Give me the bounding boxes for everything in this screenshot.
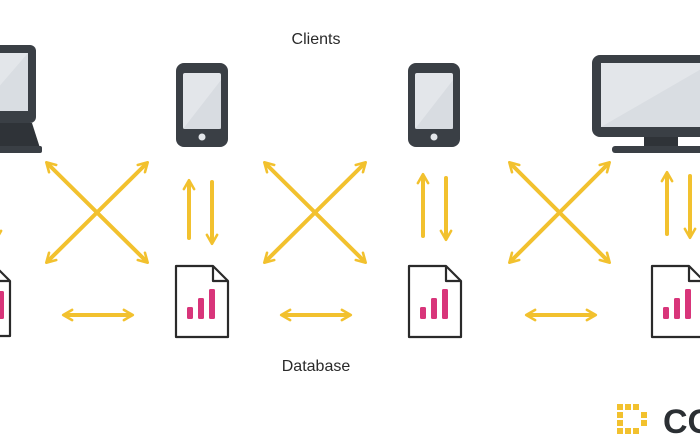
database-document-icon xyxy=(0,269,12,338)
clients-label: Clients xyxy=(291,31,341,48)
cross-arrow xyxy=(44,161,150,264)
tablet-icon xyxy=(176,63,228,147)
database-document-icon xyxy=(407,264,463,339)
database-document-icon xyxy=(174,264,230,339)
brand-logo-icon xyxy=(617,404,647,434)
cross-arrow xyxy=(262,161,368,264)
database-label: Database xyxy=(281,358,351,375)
cross-arrow xyxy=(508,161,611,264)
arrows xyxy=(0,161,697,322)
brand-wordmark: CO xyxy=(663,403,700,441)
database-document-icon xyxy=(650,264,700,339)
tablet-icon xyxy=(408,63,460,147)
desktop-computer-icon xyxy=(0,45,42,153)
monitor-icon xyxy=(592,55,700,153)
